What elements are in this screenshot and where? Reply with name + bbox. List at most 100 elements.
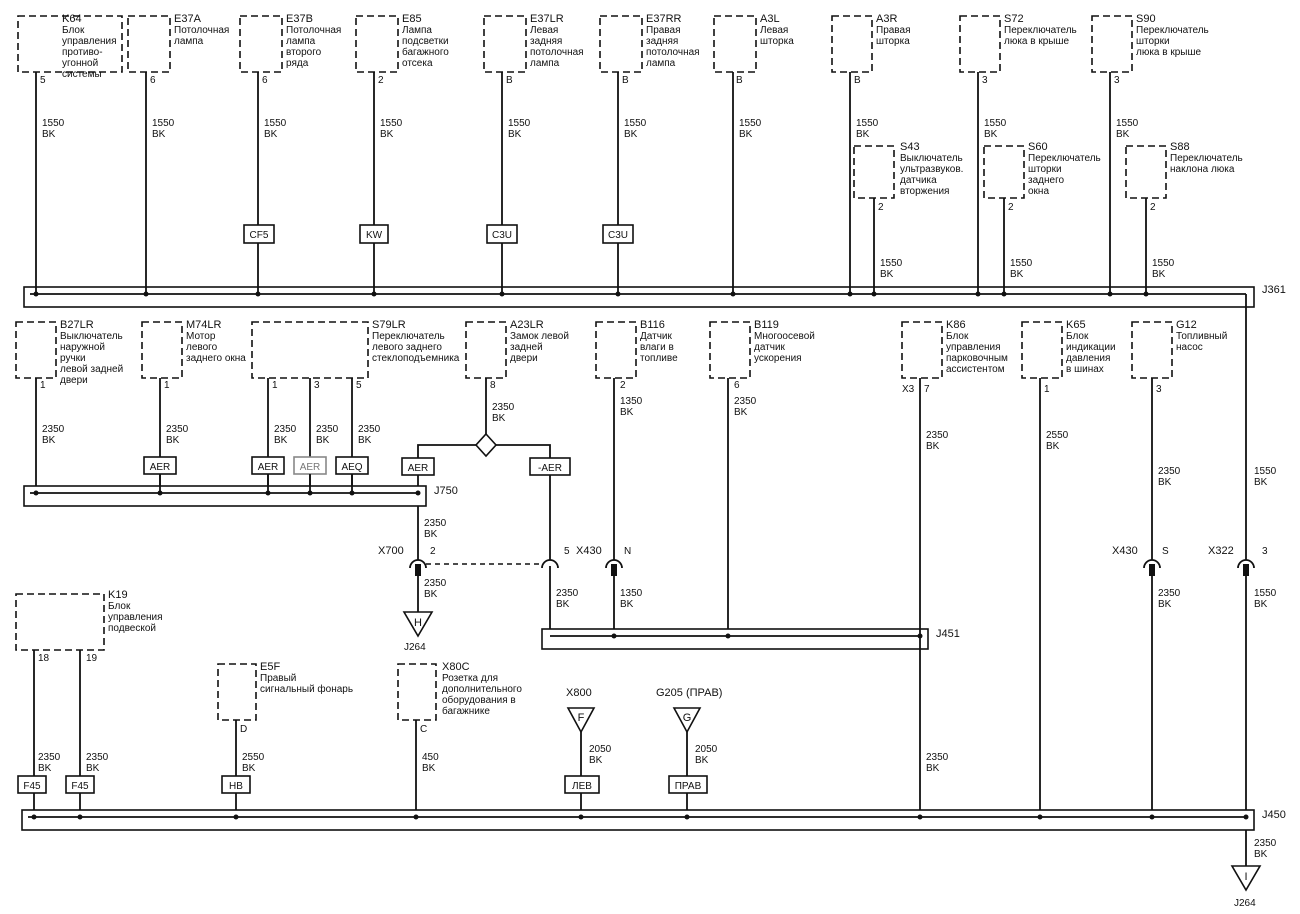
- component-desc-k86-4: ассистентом: [946, 364, 1005, 375]
- wire-k19-19-gauge: 2350: [86, 752, 109, 763]
- component-desc-s90-3: люка в крыше: [1136, 47, 1202, 58]
- wire-s90-color: BK: [1116, 129, 1130, 140]
- component-desc-s43-4: вторжения: [900, 186, 949, 197]
- wire-b116-color: BK: [620, 407, 634, 418]
- connector-x430a-pin: N: [624, 546, 631, 557]
- component-desc-a3l-1: Левая: [760, 25, 788, 36]
- connector-x430b-name: X430: [1112, 545, 1138, 557]
- splice-a3l: [730, 291, 736, 297]
- connector-cf5: [243, 224, 275, 244]
- component-desc-b116-2: влаги в: [640, 342, 674, 353]
- component-desc-a23lr-2: задней: [510, 342, 543, 353]
- component-desc-e37a-1: Потолочная: [174, 25, 229, 36]
- wire-s88-gauge: 1550: [1152, 258, 1175, 269]
- wire-x322-color: BK: [1254, 599, 1268, 610]
- component-a23lr-box: [465, 321, 507, 379]
- wire-k86-gauge: 2350: [926, 430, 949, 441]
- pin-k64: 5: [40, 75, 46, 86]
- pin-b119: 6: [734, 380, 740, 391]
- connector-x430b-pin: S: [1162, 546, 1169, 557]
- wire-s43-gauge: 1550: [880, 258, 903, 269]
- wire-out-gauge: 2350: [1254, 838, 1277, 849]
- connector-lev: [564, 775, 600, 794]
- wire-x80c-gauge: 450: [422, 752, 439, 763]
- component-e5f-box: [217, 663, 257, 721]
- component-desc-s60-1: Переключатель: [1028, 153, 1101, 164]
- connector-x700-arc-a: [409, 559, 427, 569]
- component-desc-s88-2: наклона люка: [1170, 164, 1235, 175]
- connector-c3u-left: [486, 224, 518, 244]
- wire-g205-gauge: 2050: [695, 744, 718, 755]
- splice-e37b: [255, 291, 261, 297]
- connector-x322-pin: 3: [1262, 546, 1268, 557]
- component-desc-a23lr-1: Замок левой: [510, 331, 569, 342]
- component-desc-b119-2: датчик: [754, 342, 786, 353]
- pin-s90: 3: [1114, 75, 1120, 86]
- component-desc-x80c-4: багажнике: [442, 705, 490, 717]
- component-desc-e37lr-2: задняя: [530, 36, 562, 47]
- connector-aer-m74-label: AER: [150, 462, 171, 473]
- component-desc-e37rr-2: задняя: [646, 36, 678, 47]
- component-desc-s43-2: ультразвуков.: [900, 164, 963, 175]
- wire-b116-gauge: 1350: [620, 396, 643, 407]
- splice-a3r: [847, 291, 853, 297]
- component-desc-b119-3: ускорения: [754, 353, 802, 364]
- wire-x430b-color: BK: [1158, 599, 1172, 610]
- wire-s88-color: BK: [1152, 269, 1166, 280]
- connector-x322-name: X322: [1208, 545, 1234, 557]
- connector-aer-a23-label: AER: [408, 463, 429, 474]
- component-id-b27lr: B27LR: [60, 319, 94, 331]
- splice-j450-h: [1037, 814, 1043, 820]
- pin-s79lr-5: 5: [356, 380, 362, 391]
- wire-k19-19-color: BK: [86, 763, 100, 774]
- wire-g12-gauge: 2350: [1158, 466, 1181, 477]
- component-e37a-box: [127, 15, 171, 73]
- component-desc-s72-1: Переключатель: [1004, 25, 1077, 36]
- wire-x430a-gauge: 1350: [620, 588, 643, 599]
- pin-k19-19: 19: [86, 653, 98, 664]
- component-desc-b119-1: Многоосевой: [754, 331, 815, 342]
- connector-x430b-arc: [1143, 559, 1161, 569]
- splice-e37lr: [499, 291, 505, 297]
- component-desc-x80c-1: Розетка для: [442, 673, 498, 684]
- component-id-k64: K64: [62, 13, 82, 25]
- wire-e37rr-color: BK: [624, 129, 638, 140]
- wire-e5f-gauge: 2550: [242, 752, 265, 763]
- component-desc-e37lr-1: Левая: [530, 25, 558, 36]
- pin-x80c: C: [420, 724, 427, 735]
- pin-a3r: B: [854, 75, 861, 86]
- component-id-m74lr: M74LR: [186, 319, 222, 331]
- component-id-a3r: A3R: [876, 13, 897, 25]
- wire-e37a-color: BK: [152, 129, 166, 140]
- connector-x800-name: X800: [566, 687, 592, 699]
- wire-out-color: BK: [1254, 849, 1268, 860]
- wire-k64-gauge: 1550: [42, 118, 65, 129]
- component-desc-s90-1: Переключатель: [1136, 25, 1209, 36]
- pin-s72: 3: [982, 75, 988, 86]
- pin-e37b: 6: [262, 75, 268, 86]
- ground-i-label: J264: [1234, 898, 1256, 909]
- wire-s72-color: BK: [984, 129, 998, 140]
- connector-f45-a-label: F45: [23, 781, 41, 792]
- splice-j450-g: [917, 814, 923, 820]
- component-desc-e37rr-1: Правая: [646, 25, 681, 36]
- connector-c3u-left-label: C3U: [492, 230, 512, 241]
- wire-x430b-gauge: 2350: [1158, 588, 1181, 599]
- wire-b119-gauge: 2350: [734, 396, 757, 407]
- component-desc-s88-1: Переключатель: [1170, 153, 1243, 164]
- component-id-b119: B119: [754, 319, 779, 331]
- component-g12-box: [1131, 321, 1173, 379]
- wire-s79lr-1-gauge: 2350: [274, 424, 297, 435]
- component-desc-e85-3: багажного: [402, 46, 449, 58]
- wire-right-top-gauge: 1550: [1254, 466, 1277, 477]
- bus-j361: [23, 286, 1255, 308]
- connector-lev-label: ЛЕВ: [572, 781, 592, 792]
- splice-j750-f: [415, 490, 421, 496]
- connector-f45-a: [17, 775, 47, 794]
- component-desc-s79lr-1: Переключатель: [372, 331, 445, 342]
- wire-a23lr-color: BK: [492, 413, 506, 424]
- component-desc-s79lr-2: левого заднего: [372, 342, 442, 353]
- wire-k65-gauge: 2550: [1046, 430, 1069, 441]
- wire-b27lr-color: BK: [42, 435, 56, 446]
